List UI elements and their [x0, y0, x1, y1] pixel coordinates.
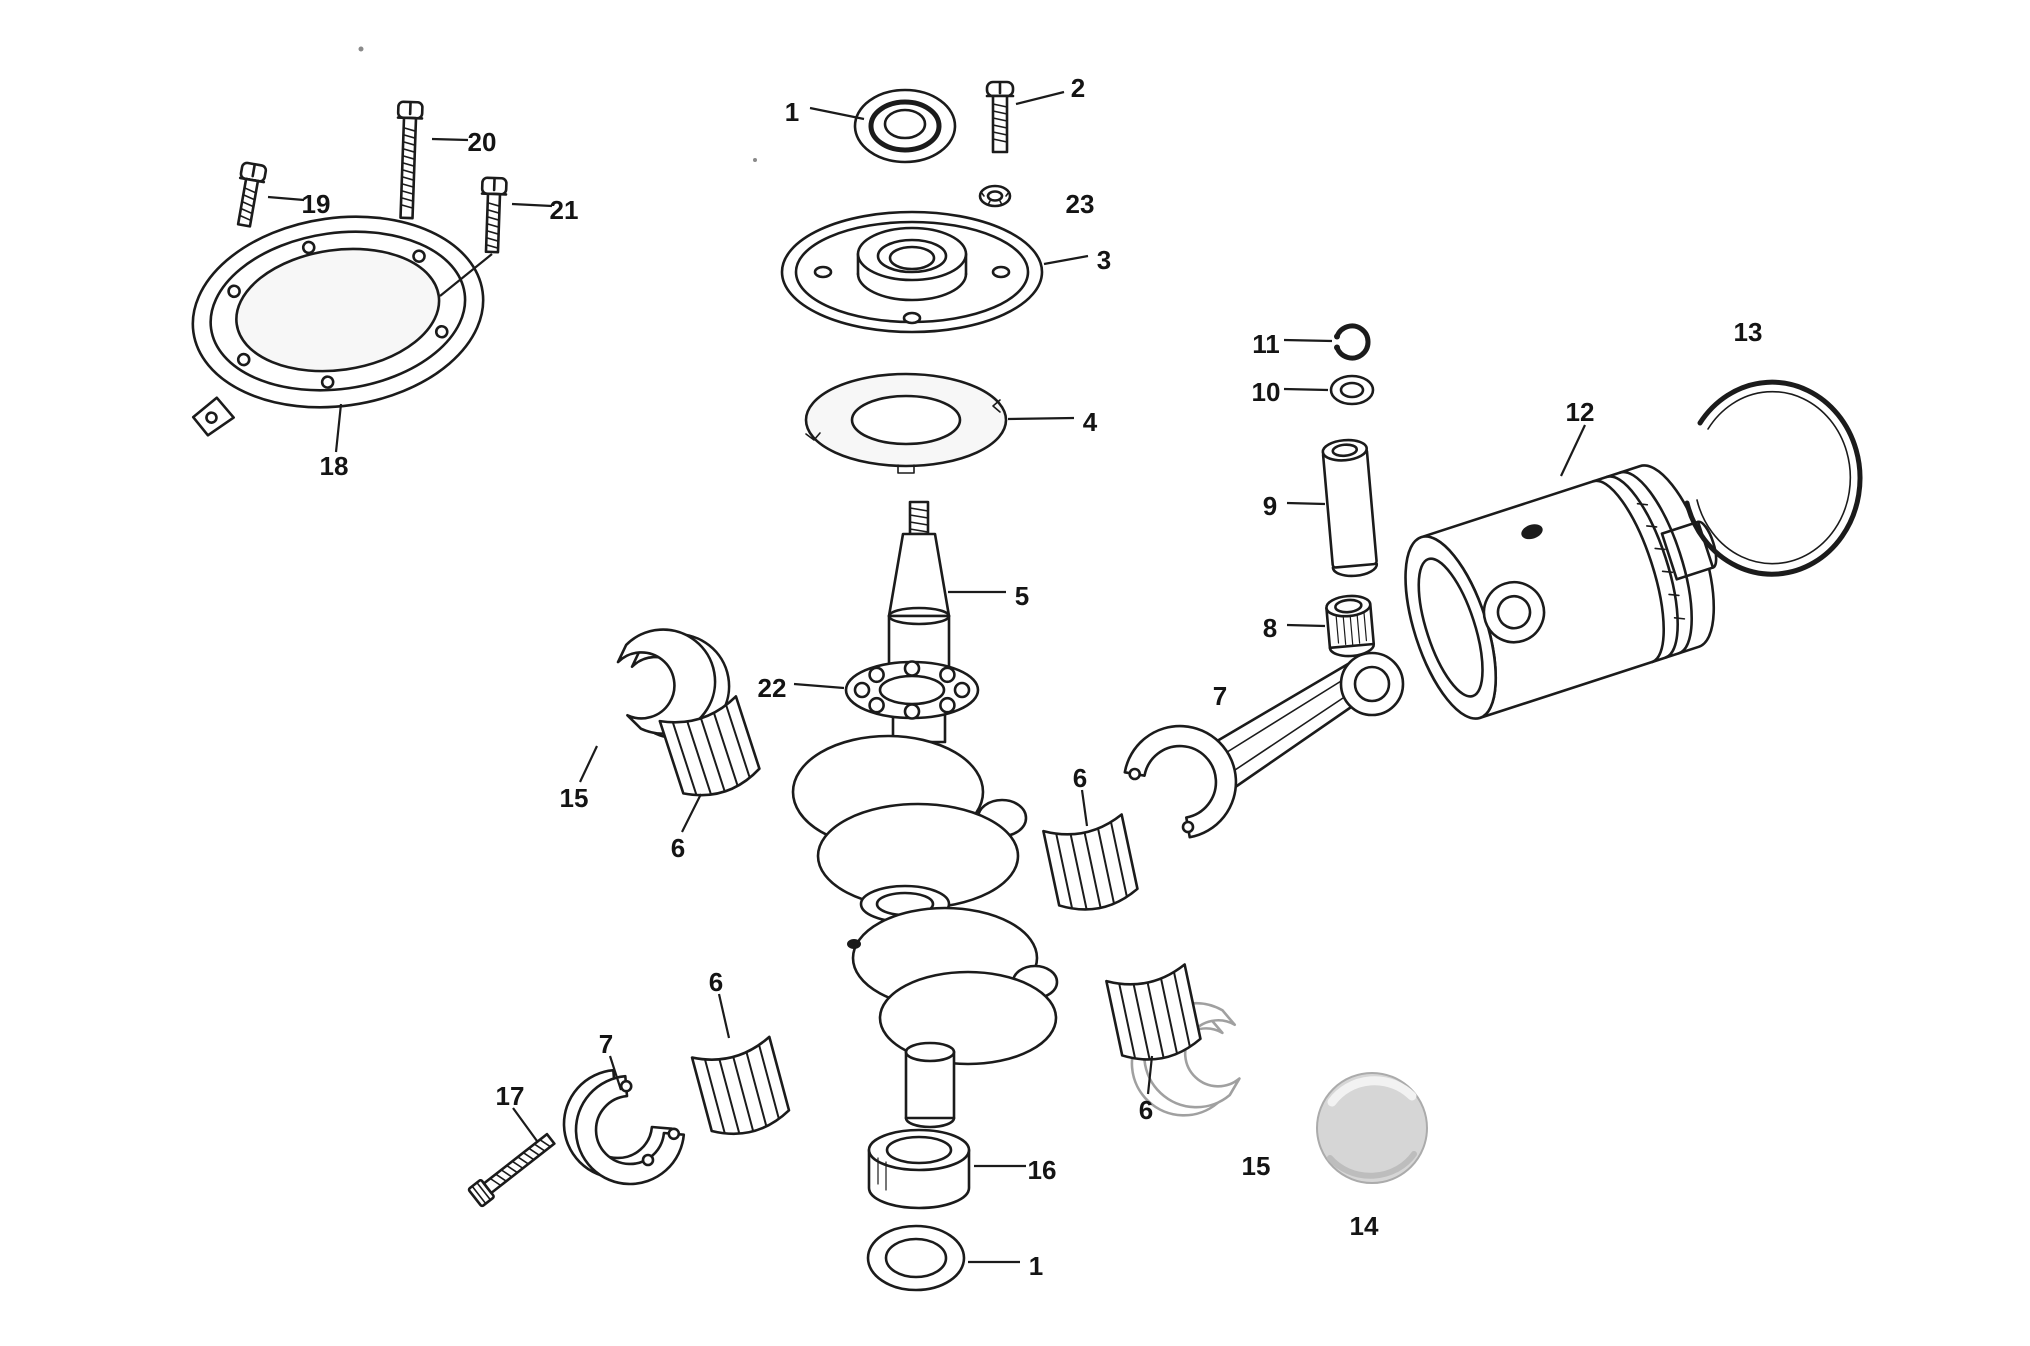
callout-21: 21: [550, 195, 579, 225]
callout-6-b: 6: [1073, 763, 1087, 793]
callout-10: 10: [1252, 377, 1281, 407]
callout-13: 13: [1734, 317, 1763, 347]
callout-7-cap: 7: [599, 1029, 613, 1059]
part-end-cap-plate-18: [191, 215, 485, 437]
callout-6-c: 6: [1139, 1095, 1153, 1125]
callout-8: 8: [1263, 613, 1277, 643]
part-piston-ring-13: [1684, 379, 1863, 577]
part-bearing-housing-3: [780, 210, 1044, 334]
callout-4: 4: [1083, 407, 1098, 437]
part-crankshaft-5: [791, 500, 1059, 1129]
callout-23: 23: [1066, 189, 1095, 219]
part-screw-19: [236, 161, 268, 228]
part-seal-bottom-1: [866, 1224, 966, 1292]
part-needle-cage-6-b: [1042, 813, 1142, 918]
part-needle-cage-6-c: [1105, 963, 1205, 1068]
part-gasket-4: [804, 372, 1008, 474]
part-ball-bearing-22: [844, 660, 980, 720]
part-washer-10: [1329, 374, 1375, 406]
callout-9: 9: [1263, 491, 1277, 521]
part-piston-pin-9: [1321, 438, 1379, 578]
callout-16: 16: [1028, 1155, 1057, 1185]
callout-17: 17: [496, 1081, 525, 1111]
callout-20: 20: [468, 127, 497, 157]
part-seal-top-1: [853, 88, 957, 164]
part-bearing-sleeve-16: [867, 1128, 971, 1210]
part-screw-2: [985, 80, 1015, 154]
callout-3: 3: [1097, 245, 1111, 275]
part-connecting-rod-7: [1123, 651, 1405, 839]
part-washer-cup-14: [1316, 1072, 1428, 1184]
callout-15-lower: 15: [1242, 1151, 1271, 1181]
part-piston-12: [1404, 464, 1718, 720]
part-circlip-11: [1334, 323, 1371, 361]
callout-11: 11: [1252, 329, 1280, 359]
part-rod-cap-7: [562, 1068, 686, 1186]
callout-14: 14: [1350, 1211, 1379, 1241]
callout-1-bottom: 1: [1029, 1251, 1043, 1281]
callout-19: 19: [302, 189, 331, 219]
callout-1-top: 1: [785, 97, 799, 127]
part-needle-cage-6-d: [690, 1035, 794, 1143]
callout-5: 5: [1015, 581, 1029, 611]
callout-18: 18: [320, 451, 349, 481]
callout-labels: 1 2 23 3 4 5 22 15 6 6 7 11 10 9 8 12 13…: [302, 73, 1763, 1281]
callout-6-d: 6: [709, 967, 723, 997]
leader-lines: [267, 90, 1586, 1264]
part-nut-23: [978, 184, 1012, 208]
callout-6-a: 6: [671, 833, 685, 863]
part-screw-20: [396, 100, 424, 220]
part-screw-21: [480, 176, 508, 254]
callout-2: 2: [1071, 73, 1085, 103]
callout-7-rod: 7: [1213, 681, 1227, 711]
scan-specks: [358, 46, 757, 162]
callout-22: 22: [758, 673, 787, 703]
part-bushing-8: [1325, 594, 1376, 658]
callout-15-upper: 15: [560, 783, 589, 813]
callout-12: 12: [1566, 397, 1595, 427]
part-bolt-17: [467, 1132, 556, 1208]
